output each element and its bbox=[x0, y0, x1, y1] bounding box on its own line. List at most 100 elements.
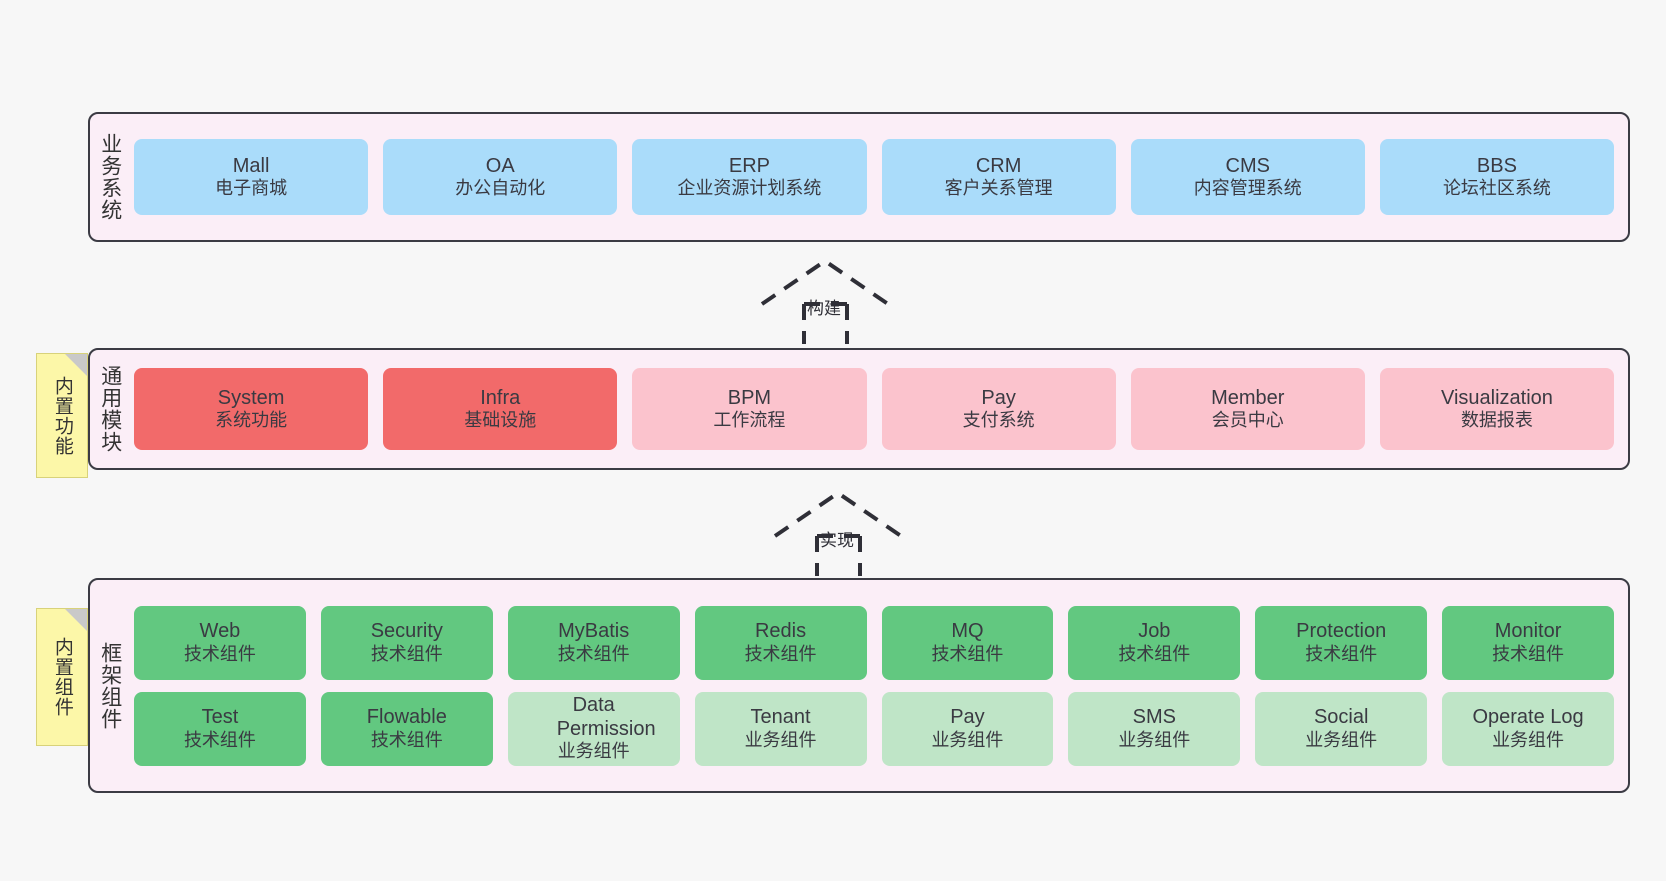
card-mybatis-en: MyBatis bbox=[558, 620, 630, 643]
card-pay-component[interactable]: Pay 业务组件 bbox=[881, 691, 1054, 766]
note-builtin-components-label: 内置组件 bbox=[51, 637, 73, 717]
card-erp-cn: 企业资源计划系统 bbox=[677, 178, 822, 199]
card-visualization-en: Visualization bbox=[1440, 386, 1553, 409]
note-builtin-functions: 内置功能 bbox=[36, 353, 88, 478]
card-redis[interactable]: Redis 技术组件 bbox=[694, 605, 867, 680]
card-member[interactable]: Member 会员中心 bbox=[1130, 368, 1365, 450]
card-system-cn: 系统功能 bbox=[215, 410, 288, 431]
card-member-en: Member bbox=[1211, 386, 1285, 409]
card-crm-cn: 客户关系管理 bbox=[944, 178, 1053, 199]
card-bpm-en: BPM bbox=[727, 386, 772, 409]
card-mq[interactable]: MQ 技术组件 bbox=[881, 605, 1054, 680]
card-infra[interactable]: Infra 基础设施 bbox=[383, 368, 618, 450]
card-tenant-cn: 业务组件 bbox=[744, 729, 817, 750]
card-data-permission-en: Data Permission bbox=[556, 693, 656, 740]
card-crm[interactable]: CRM 客户关系管理 bbox=[881, 139, 1116, 215]
card-security-en: Security bbox=[370, 620, 443, 643]
note-builtin-components: 内置组件 bbox=[36, 608, 88, 746]
card-bpm-cn: 工作流程 bbox=[713, 410, 786, 431]
card-oa[interactable]: OA 办公自动化 bbox=[383, 139, 618, 215]
card-system[interactable]: System 系统功能 bbox=[134, 368, 369, 450]
card-erp-en: ERP bbox=[728, 154, 770, 177]
card-bpm[interactable]: BPM 工作流程 bbox=[632, 368, 867, 450]
card-mall-cn: 电子商城 bbox=[215, 178, 288, 199]
card-flowable-en: Flowable bbox=[366, 706, 447, 729]
card-cms[interactable]: CMS 内容管理系统 bbox=[1130, 139, 1365, 215]
layer-body-business-systems: Mall 电子商城 OA 办公自动化 ERP 企业资源计划系统 CRM 客户关系… bbox=[130, 114, 1628, 240]
card-monitor-en: Monitor bbox=[1494, 620, 1562, 643]
card-sms-cn: 业务组件 bbox=[1118, 729, 1191, 750]
card-mall[interactable]: Mall 电子商城 bbox=[134, 139, 369, 215]
layer-body-common-modules: System 系统功能 Infra 基础设施 BPM 工作流程 Pay 支付系统… bbox=[130, 350, 1628, 468]
layer-title-business-systems: 业务系统 bbox=[98, 133, 122, 221]
card-web-cn: 技术组件 bbox=[183, 643, 256, 664]
card-bbs[interactable]: BBS 论坛社区系统 bbox=[1379, 139, 1615, 215]
card-operate-log-en: Operate Log bbox=[1472, 706, 1584, 729]
card-infra-cn: 基础设施 bbox=[464, 410, 537, 431]
card-cms-en: CMS bbox=[1225, 154, 1270, 177]
card-cms-cn: 内容管理系统 bbox=[1193, 178, 1302, 199]
card-operate-log-cn: 业务组件 bbox=[1492, 729, 1565, 750]
card-pay-module-en: Pay bbox=[981, 386, 1016, 409]
card-sms-en: SMS bbox=[1132, 706, 1176, 729]
connector-implement: 实现 bbox=[770, 490, 930, 578]
card-test[interactable]: Test 技术组件 bbox=[134, 691, 306, 766]
layer-title-common-modules: 通用模块 bbox=[98, 365, 122, 453]
card-member-cn: 会员中心 bbox=[1211, 410, 1284, 431]
card-protection[interactable]: Protection 技术组件 bbox=[1255, 605, 1428, 680]
card-job[interactable]: Job 技术组件 bbox=[1068, 605, 1241, 680]
layer-business-systems: 业务系统 Mall 电子商城 OA 办公自动化 ERP 企业资源计划系统 CRM… bbox=[88, 112, 1630, 242]
card-protection-cn: 技术组件 bbox=[1305, 643, 1378, 664]
card-job-cn: 技术组件 bbox=[1118, 643, 1191, 664]
implement-arrow-shaft bbox=[815, 534, 862, 576]
card-visualization[interactable]: Visualization 数据报表 bbox=[1379, 368, 1615, 450]
build-arrow-shaft bbox=[802, 302, 849, 344]
card-tenant-en: Tenant bbox=[750, 706, 811, 729]
card-test-cn: 技术组件 bbox=[183, 729, 256, 750]
card-mybatis-cn: 技术组件 bbox=[557, 643, 630, 664]
card-monitor-cn: 技术组件 bbox=[1492, 643, 1565, 664]
card-pay-module-cn: 支付系统 bbox=[962, 410, 1035, 431]
card-security-cn: 技术组件 bbox=[370, 643, 443, 664]
layer-title-framework-components: 框架组件 bbox=[98, 641, 122, 730]
card-test-en: Test bbox=[201, 706, 239, 729]
connector-build-label: 构建 bbox=[807, 299, 841, 318]
card-erp[interactable]: ERP 企业资源计划系统 bbox=[632, 139, 867, 215]
card-tenant[interactable]: Tenant 业务组件 bbox=[694, 691, 867, 766]
layer-framework-components: 框架组件 Web 技术组件 Security 技术组件 MyBatis 技术组件… bbox=[88, 578, 1630, 793]
card-pay-component-cn: 业务组件 bbox=[931, 729, 1004, 750]
card-mybatis[interactable]: MyBatis 技术组件 bbox=[507, 605, 680, 680]
card-mq-en: MQ bbox=[951, 620, 984, 643]
card-system-en: System bbox=[217, 386, 285, 409]
card-web-en: Web bbox=[199, 620, 241, 643]
card-protection-en: Protection bbox=[1296, 620, 1387, 643]
card-pay-module[interactable]: Pay 支付系统 bbox=[881, 368, 1116, 450]
card-mall-en: Mall bbox=[232, 154, 270, 177]
card-sms[interactable]: SMS 业务组件 bbox=[1068, 691, 1241, 766]
card-security[interactable]: Security 技术组件 bbox=[320, 605, 493, 680]
note-fold-corner-icon-2 bbox=[65, 609, 87, 631]
card-flowable-cn: 技术组件 bbox=[370, 729, 443, 750]
card-redis-cn: 技术组件 bbox=[744, 643, 817, 664]
card-social-en: Social bbox=[1313, 706, 1369, 729]
card-web[interactable]: Web 技术组件 bbox=[134, 605, 306, 680]
card-bbs-cn: 论坛社区系统 bbox=[1442, 178, 1551, 199]
connector-build: 构建 bbox=[757, 258, 917, 346]
card-operate-log[interactable]: Operate Log 业务组件 bbox=[1442, 691, 1614, 766]
note-builtin-functions-label: 内置功能 bbox=[51, 375, 73, 456]
card-oa-cn: 办公自动化 bbox=[455, 178, 546, 199]
framework-row-business: Test 技术组件 Flowable 技术组件 Data Permission … bbox=[134, 691, 1614, 766]
connector-implement-label: 实现 bbox=[820, 531, 854, 550]
card-pay-component-en: Pay bbox=[950, 706, 985, 729]
card-job-en: Job bbox=[1138, 620, 1171, 643]
card-data-permission[interactable]: Data Permission 业务组件 bbox=[507, 691, 680, 766]
card-social[interactable]: Social 业务组件 bbox=[1255, 691, 1428, 766]
note-fold-corner-icon bbox=[65, 354, 87, 376]
framework-row-tech: Web 技术组件 Security 技术组件 MyBatis 技术组件 Redi… bbox=[134, 605, 1614, 680]
card-monitor[interactable]: Monitor 技术组件 bbox=[1442, 605, 1614, 680]
card-mq-cn: 技术组件 bbox=[931, 643, 1004, 664]
card-social-cn: 业务组件 bbox=[1305, 729, 1378, 750]
card-visualization-cn: 数据报表 bbox=[1460, 410, 1533, 431]
card-flowable[interactable]: Flowable 技术组件 bbox=[320, 691, 493, 766]
